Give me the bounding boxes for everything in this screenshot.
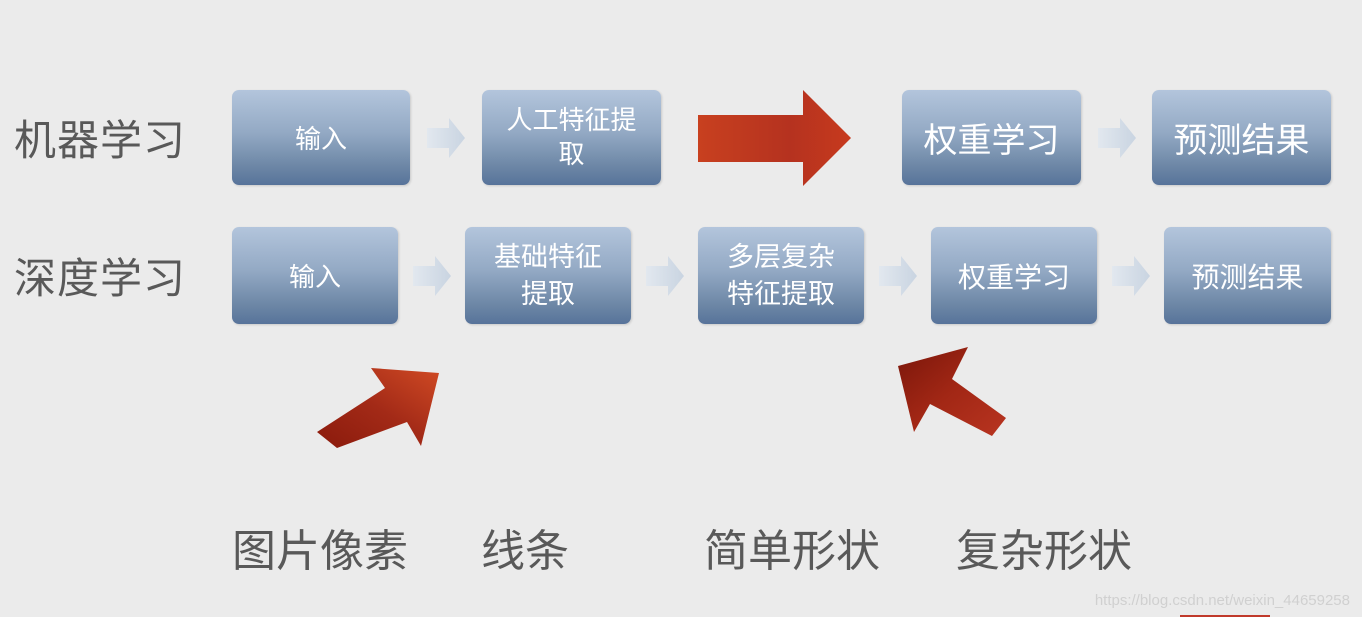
dl-step-weight-learning-label: 权重学习: [957, 260, 1070, 294]
ml-step-manual-feature-line2: 取: [558, 139, 585, 170]
dl-step-input: 输入: [232, 227, 398, 324]
dl-step-prediction-label: 预测结果: [1191, 260, 1304, 294]
ml-step-manual-feature: 人工特征提 取: [482, 90, 661, 185]
ml-step-input: 输入: [232, 90, 410, 185]
ml-step-weight-learning: 权重学习: [902, 90, 1081, 185]
dl-step-input-label: 输入: [288, 263, 341, 293]
chevron-arrow-icon: [427, 118, 465, 158]
watermark-url: https://blog.csdn.net/weixin_44659258: [1094, 592, 1350, 609]
chevron-arrow-icon: [879, 256, 917, 296]
dl-step-basic-feature-line2: 提取: [521, 278, 575, 310]
bottom-accent-bar: [1180, 615, 1270, 617]
label-complex-shapes: 复杂形状: [956, 526, 1132, 577]
dl-step-basic-feature-line1: 基础特征: [494, 241, 602, 273]
big-red-arrow-icon: [698, 90, 851, 186]
dl-row-label: 深度学习: [14, 254, 187, 303]
diagonal-arrow-up-right-icon: [317, 368, 439, 448]
chevron-arrow-icon: [413, 256, 451, 296]
dl-step-basic-feature: 基础特征 提取: [465, 227, 631, 324]
label-lines: 线条: [481, 526, 569, 577]
ml-step-input-label: 输入: [294, 125, 347, 155]
dl-step-multilayer-feature: 多层复杂 特征提取: [698, 227, 864, 324]
dl-step-prediction: 预测结果: [1164, 227, 1331, 324]
ml-row-label: 机器学习: [14, 116, 187, 165]
label-image-pixels: 图片像素: [232, 526, 408, 577]
ml-step-weight-learning-label: 权重学习: [923, 121, 1060, 161]
dl-step-multilayer-feature-line2: 特征提取: [727, 278, 835, 310]
chevron-arrow-icon: [1112, 256, 1150, 296]
chevron-arrow-icon: [1098, 118, 1136, 158]
dl-step-weight-learning: 权重学习: [931, 227, 1097, 324]
label-simple-shapes: 简单形状: [704, 526, 880, 577]
diagonal-arrow-up-left-icon: [898, 347, 1006, 436]
dl-step-multilayer-feature-line1: 多层复杂: [727, 241, 835, 273]
ml-step-manual-feature-line1: 人工特征提: [506, 105, 637, 136]
ml-step-prediction-label: 预测结果: [1173, 121, 1310, 161]
chevron-arrow-icon: [646, 256, 684, 296]
ml-step-prediction: 预测结果: [1152, 90, 1331, 185]
